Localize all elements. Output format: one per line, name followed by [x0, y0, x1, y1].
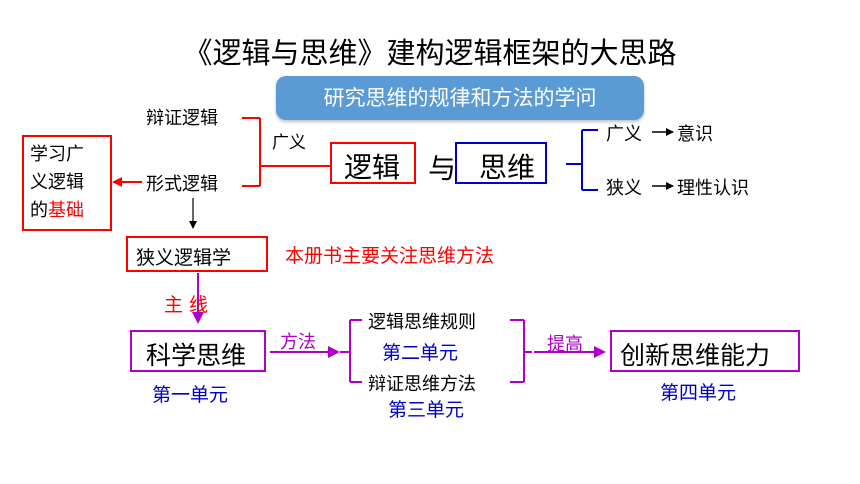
rational-cognition-label: 理性认识	[677, 178, 749, 199]
innovation-box: 创新思维能力	[610, 330, 800, 372]
scientific-thinking-box: 科学思维	[130, 330, 266, 372]
rules-methods-bracket-left	[340, 319, 362, 383]
consciousness-label: 意识	[677, 124, 713, 145]
unit1-label: 第一单元	[152, 384, 229, 406]
thinking-narrow-label: 狭义	[606, 178, 642, 199]
unit3-label: 第三单元	[388, 399, 465, 421]
rules-methods-bracket-right	[510, 319, 532, 383]
improve-label: 提高	[547, 334, 583, 355]
dialectic-logic-label: 辩证逻辑	[146, 108, 218, 129]
narrow-logic-box: 狭义逻辑学	[126, 236, 268, 272]
foundation-box: 学习广 义逻辑 的基础	[22, 135, 112, 231]
thinking-box: 思维	[455, 142, 547, 184]
logic-rules-label: 逻辑思维规则	[368, 312, 476, 333]
thinking-bracket	[566, 129, 598, 191]
page-title: 《逻辑与思维》建构逻辑框架的大思路	[183, 36, 677, 70]
unit2-label: 第二单元	[382, 342, 459, 364]
broad-logic-bracket	[242, 117, 330, 187]
method-label: 方法	[280, 332, 316, 353]
broad-label: 广义	[272, 133, 306, 153]
definition-callout: 研究思维的规律和方法的学问	[276, 76, 644, 120]
dialectic-methods-label: 辩证思维方法	[368, 374, 476, 395]
thinking-broad-label: 广义	[606, 124, 642, 145]
and-text: 与	[428, 152, 457, 185]
main-line-label: 主 线	[164, 294, 209, 316]
focus-note: 本册书主要关注思维方法	[285, 245, 495, 267]
formal-logic-label: 形式逻辑	[146, 174, 218, 195]
logic-box: 逻辑	[330, 142, 416, 184]
unit4-label: 第四单元	[660, 382, 737, 404]
